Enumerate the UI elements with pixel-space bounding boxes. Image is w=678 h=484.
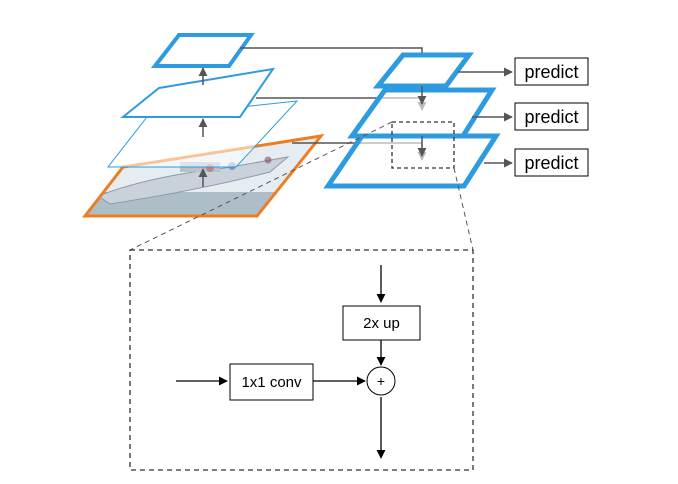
predict-box-bottom: predict — [514, 148, 589, 177]
prediction-arrows — [458, 67, 513, 168]
lateral-conv-label: 1x1 conv — [241, 374, 302, 391]
building-block-panel — [129, 249, 474, 471]
predict-label-bottom: predict — [524, 153, 578, 173]
add-symbol: + — [377, 373, 385, 389]
predict-label-mid: predict — [524, 107, 578, 127]
top-down-level-2 — [347, 87, 497, 139]
predict-box-top: predict — [514, 57, 589, 86]
zoom-connector-lines — [129, 121, 474, 251]
lateral-conv-box: 1x1 conv — [229, 363, 314, 401]
predict-label-top: predict — [524, 62, 578, 82]
zoom-region-marker — [391, 121, 455, 169]
upsample-label: 2x up — [363, 315, 400, 332]
top-down-level-3 — [372, 52, 474, 89]
bottom-up-level-3 — [150, 33, 255, 68]
upsample-box: 2x up — [342, 305, 421, 341]
predict-box-mid: predict — [514, 102, 589, 131]
bottom-up-level-2 — [120, 67, 276, 118]
building-block-arrows — [176, 265, 386, 459]
add-node: + — [366, 366, 396, 396]
